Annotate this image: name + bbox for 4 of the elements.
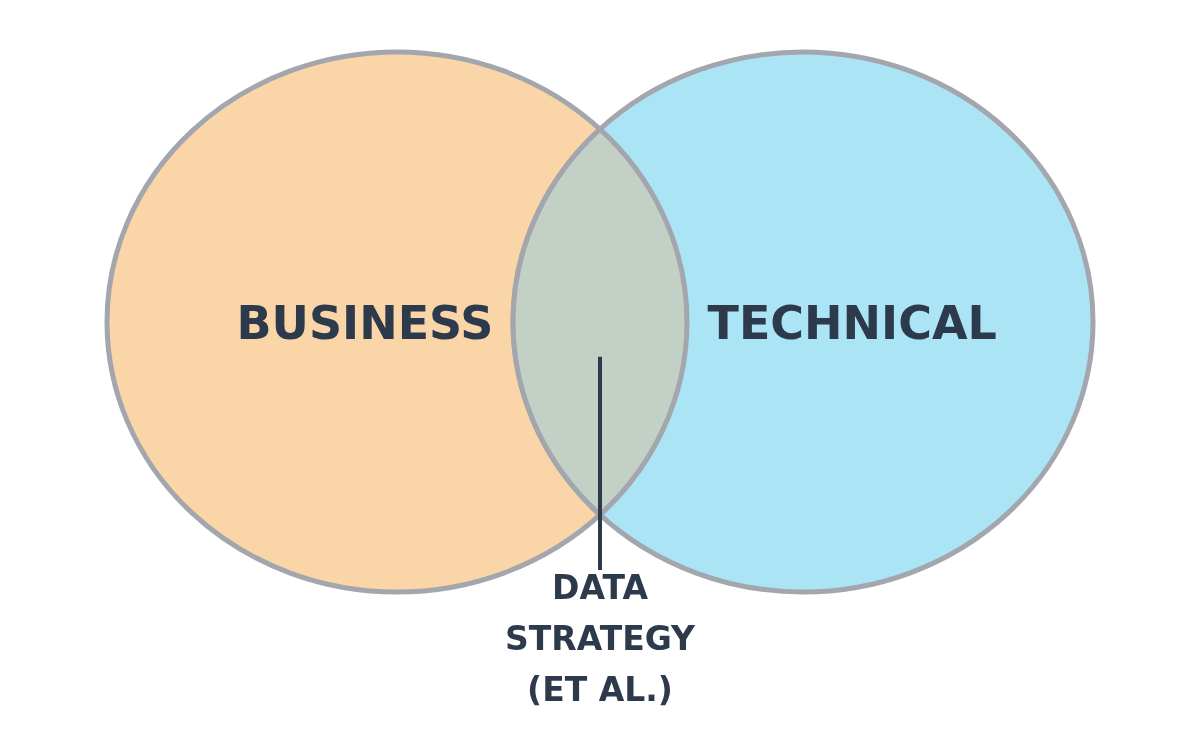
leader-line (598, 356, 602, 570)
callout-text: DATA STRATEGY (ET AL.) (504, 567, 696, 712)
circle-label: BUSINESS (236, 300, 494, 346)
circle-label: TECHNICAL (707, 300, 997, 346)
